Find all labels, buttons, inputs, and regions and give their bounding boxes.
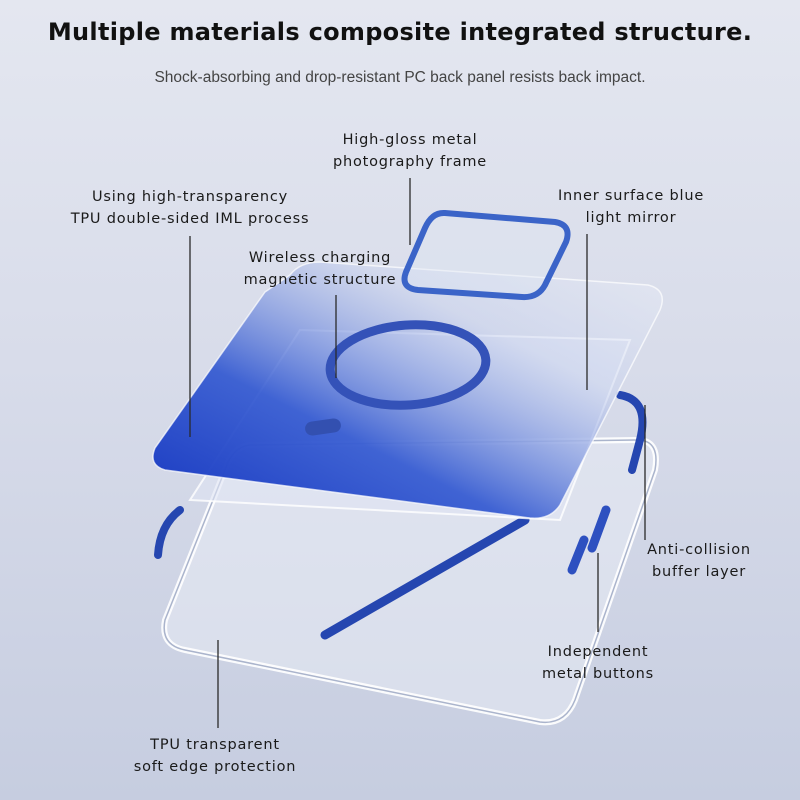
callout-line: Anti-collision — [647, 542, 751, 558]
callout-line: High-gloss metal — [342, 132, 478, 148]
anti-collision-strip-bottom — [320, 515, 530, 640]
magnetic-alignment-mark — [305, 418, 341, 436]
leader-lines — [189, 178, 646, 728]
magnetic-ring — [325, 320, 491, 410]
callout-line: soft edge protection — [133, 759, 297, 775]
metal-button — [567, 535, 589, 575]
page-subtitle: Shock-absorbing and drop-resistant PC ba… — [154, 69, 646, 86]
callout-line: buffer layer — [651, 564, 747, 580]
metal-camera-frame — [401, 209, 571, 301]
anti-collision-strip-left — [154, 506, 184, 559]
callout-line: light mirror — [585, 210, 677, 226]
callout-line: Wireless charging — [248, 250, 392, 266]
callout-buttons: Independent metal buttons — [542, 641, 654, 685]
callout-tpu-iml: Using high-transparency TPU double-sided… — [71, 186, 310, 230]
callout-line: TPU transparent — [150, 737, 280, 753]
callout-line: Using high-transparency — [91, 189, 289, 205]
callout-line: TPU double-sided IML process — [70, 211, 310, 227]
callout-mirror: Inner surface blue light mirror — [558, 185, 704, 229]
callout-metal-frame: High-gloss metal photography frame — [333, 129, 487, 173]
metal-button — [587, 505, 611, 553]
callout-line: Independent — [547, 644, 649, 660]
page-title: Multiple materials composite integrated … — [47, 18, 753, 46]
callout-line: magnetic structure — [243, 272, 397, 288]
callout-wireless: Wireless charging magnetic structure — [244, 247, 397, 291]
gradient-back-plate — [152, 261, 663, 519]
callout-line: Inner surface blue — [557, 188, 705, 204]
anti-collision-strip-right — [616, 391, 647, 474]
callout-anti-collision: Anti-collision buffer layer — [647, 539, 751, 583]
callout-line: metal buttons — [541, 666, 655, 682]
callout-line: photography frame — [332, 154, 488, 170]
callout-soft-edge: TPU transparent soft edge protection — [134, 734, 297, 778]
